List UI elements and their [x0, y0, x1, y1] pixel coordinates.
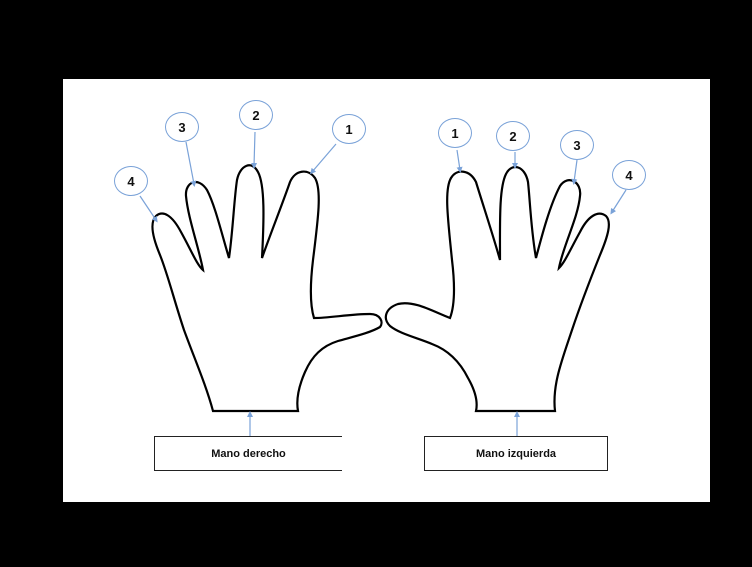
left-finger-4-arrow: [612, 190, 626, 212]
right-finger-4-number: 4: [114, 166, 148, 196]
right-finger-1-arrow: [312, 144, 336, 172]
right-finger-1-number: 1: [332, 114, 366, 144]
right-finger-3-number: 3: [165, 112, 199, 142]
right-finger-2-arrow: [254, 132, 255, 166]
left-hand-outline: [386, 167, 609, 411]
right-finger-3-arrow: [186, 142, 194, 184]
right-finger-4-arrow: [140, 196, 156, 220]
right-finger-2-number: 2: [239, 100, 273, 130]
left-finger-1-arrow: [457, 150, 460, 170]
left-finger-4-number: 4: [612, 160, 646, 190]
right-hand-caption: Mano derecho: [154, 436, 342, 471]
left-finger-3-number: 3: [560, 130, 594, 160]
left-finger-1-number: 1: [438, 118, 472, 148]
left-finger-3-arrow: [574, 160, 577, 182]
left-hand-caption: Mano izquierda: [424, 436, 608, 471]
left-finger-2-number: 2: [496, 121, 530, 151]
right-hand-outline: [153, 165, 382, 411]
